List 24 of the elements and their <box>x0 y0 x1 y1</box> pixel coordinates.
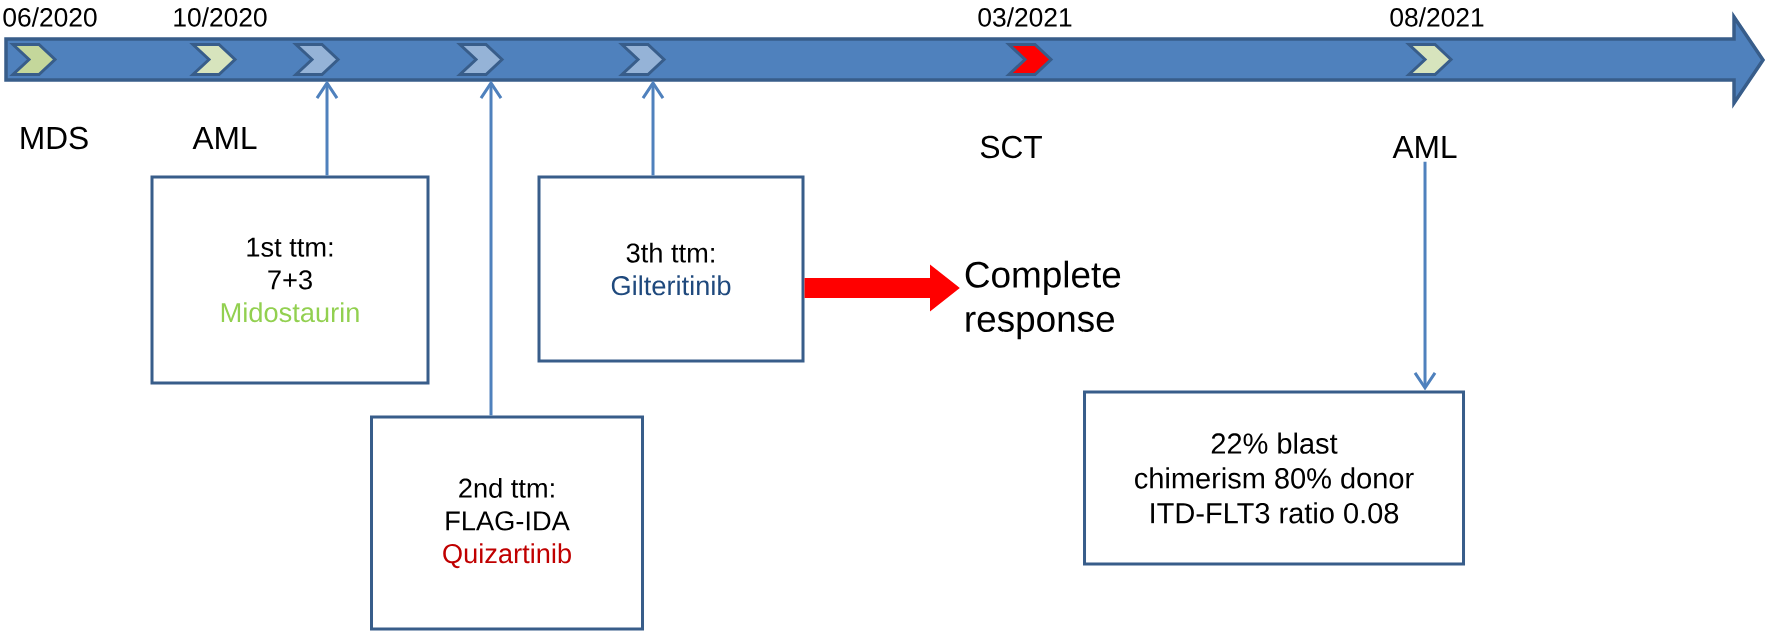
chevron-marker <box>1405 43 1454 76</box>
chevron-marker <box>618 43 667 76</box>
date-label: 03/2021 <box>978 7 1072 27</box>
stage-label: AML <box>192 127 257 149</box>
date-label: 06/2020 <box>3 7 97 27</box>
text-box: 1st ttm: 7+3 Midostaurin <box>150 175 430 385</box>
date-label: 10/2020 <box>174 7 267 27</box>
text-box: 22% blast chimerism 80% donor ITD-FLT3 ratio 0.08 <box>1083 390 1465 566</box>
text-box: 3th ttm: Gilteritinib <box>537 175 805 363</box>
stage-label: SCT <box>980 135 1042 159</box>
chevron-marker <box>456 43 505 76</box>
arrow <box>641 80 665 176</box>
arrow <box>315 80 339 176</box>
arrow <box>1413 161 1437 391</box>
result-text: Complete response <box>965 260 1121 340</box>
chevron-marker <box>1005 43 1054 76</box>
stage-label: AML <box>1392 136 1457 158</box>
chevron-marker <box>292 43 341 76</box>
chevron-marker <box>189 43 238 76</box>
arrow <box>479 80 503 416</box>
stage-label: MDS <box>21 126 88 150</box>
text-box: 2nd ttm: FLAG-IDA Quizartinib <box>370 415 644 631</box>
date-label: 08/2021 <box>1390 7 1484 27</box>
chevron-marker <box>9 43 58 76</box>
